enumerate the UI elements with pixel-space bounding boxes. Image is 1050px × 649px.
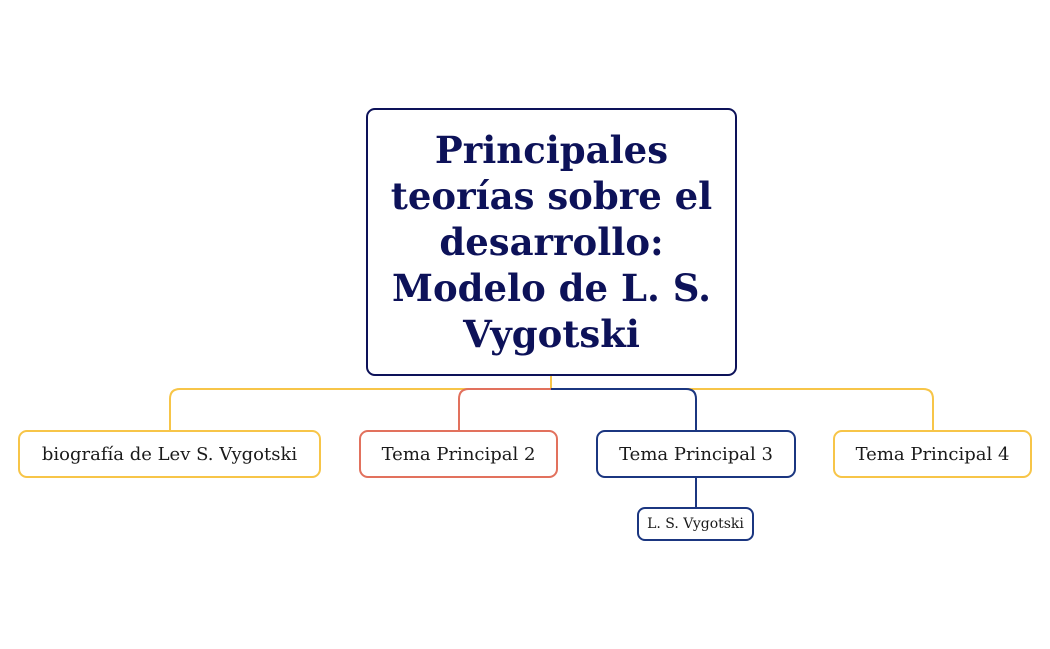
subtopic-vygotski[interactable]: L. S. Vygotski	[637, 507, 754, 541]
connector-topic-4	[551, 388, 934, 430]
topic-tema-principal-2[interactable]: Tema Principal 2	[359, 430, 558, 478]
topic-label: Tema Principal 2	[381, 443, 536, 465]
root-topic[interactable]: Principales teorías sobre el desarrollo:…	[366, 108, 737, 376]
topic-biografia[interactable]: biografía de Lev S. Vygotski	[18, 430, 321, 478]
connector-topic-3	[551, 388, 697, 430]
connector-topic-1	[169, 388, 551, 430]
root-topic-label: Principales teorías sobre el desarrollo:…	[390, 128, 713, 356]
topic-tema-principal-3[interactable]: Tema Principal 3	[596, 430, 796, 478]
topic-tema-principal-4[interactable]: Tema Principal 4	[833, 430, 1032, 478]
subtopic-label: L. S. Vygotski	[647, 516, 744, 532]
topic-label: Tema Principal 4	[855, 443, 1010, 465]
topic-label: biografía de Lev S. Vygotski	[41, 443, 298, 465]
connector-topic-2	[458, 388, 551, 430]
topic-label: Tema Principal 3	[619, 443, 773, 465]
